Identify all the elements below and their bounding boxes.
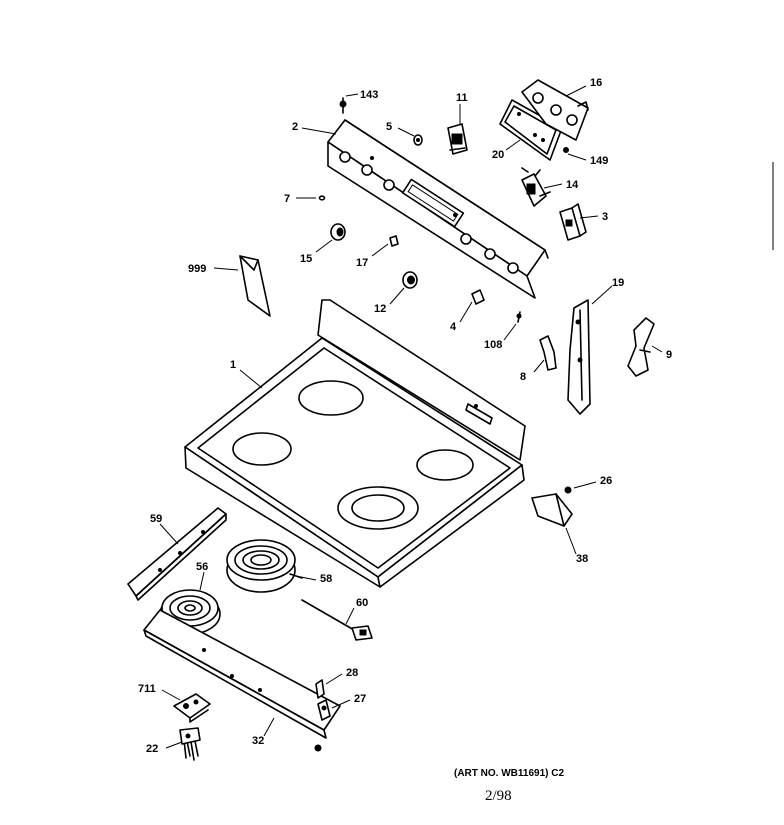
label-2: 2 <box>292 121 298 133</box>
label-20: 20 <box>492 149 504 161</box>
label-149: 149 <box>590 155 608 167</box>
lever-part <box>627 317 655 377</box>
label-59: 59 <box>150 513 162 525</box>
screw-part <box>339 97 347 114</box>
surface-element-large <box>226 539 303 593</box>
relay-part <box>521 167 551 207</box>
hinge-part <box>539 335 557 371</box>
terminal-block-part <box>315 679 331 721</box>
grommet-part <box>564 486 572 494</box>
label-5: 5 <box>386 121 392 133</box>
side-bracket-part <box>567 299 591 415</box>
label-17: 17 <box>356 257 368 269</box>
label-28: 28 <box>346 667 358 679</box>
infinite-switch-knob <box>402 271 418 289</box>
label-4: 4 <box>450 321 457 333</box>
label-999: 999 <box>188 263 206 275</box>
label-58: 58 <box>320 573 332 585</box>
small-knob-part <box>413 134 423 146</box>
label-9: 9 <box>666 349 672 361</box>
element-support-panel <box>143 609 341 752</box>
label-3: 3 <box>602 211 608 223</box>
rear-channel-part <box>127 507 227 601</box>
leader-lines <box>159 85 663 749</box>
label-15: 15 <box>300 253 312 265</box>
switch-part <box>447 123 468 155</box>
label-8: 8 <box>520 371 526 383</box>
maintop-cooktop <box>184 299 526 588</box>
label-38: 38 <box>576 553 588 565</box>
label-27: 27 <box>354 693 366 705</box>
clock-timer-assembly <box>499 79 589 161</box>
screw-108-part <box>516 311 522 323</box>
label-22: 22 <box>146 743 158 755</box>
label-56: 56 <box>196 561 208 573</box>
wire-harness-part <box>179 727 201 761</box>
clip-part <box>318 195 326 201</box>
label-26: 26 <box>600 475 612 487</box>
large-knob-part <box>330 223 346 241</box>
label-14: 14 <box>566 179 579 191</box>
label-60: 60 <box>356 597 368 609</box>
art-number: (ART NO. WB11691) C2 <box>454 768 564 779</box>
label-1: 1 <box>230 359 236 371</box>
label-12: 12 <box>374 303 386 315</box>
end-cap-part <box>471 289 485 305</box>
literature-envelope <box>239 255 271 317</box>
label-19: 19 <box>612 277 624 289</box>
wedge-bracket-part <box>531 493 573 527</box>
label-7: 7 <box>284 193 290 205</box>
label-16: 16 <box>590 77 602 89</box>
switch-block-part <box>559 203 587 241</box>
receptacle-part <box>173 693 211 723</box>
label-11: 11 <box>456 92 468 104</box>
label-108: 108 <box>484 339 502 351</box>
label-711: 711 <box>138 683 156 695</box>
indicator-lamp-part <box>389 235 399 247</box>
control-panel-backsplash <box>327 119 549 299</box>
revision-date: 2/98 <box>485 788 512 804</box>
wire-lead-part <box>301 599 373 641</box>
label-32: 32 <box>252 735 264 747</box>
label-143: 143 <box>360 89 378 101</box>
